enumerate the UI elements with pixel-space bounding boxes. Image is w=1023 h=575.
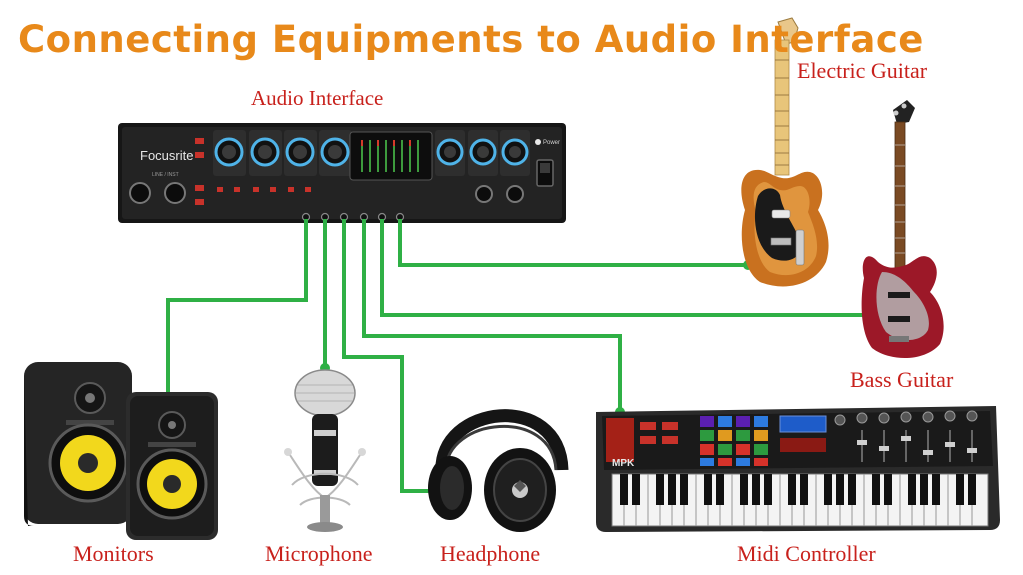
midi-knobs	[834, 410, 978, 426]
midi-model-label: MPK	[612, 458, 635, 469]
label-electric-guitar: Electric Guitar	[797, 58, 928, 83]
midi-pads	[700, 416, 768, 466]
cable-bass-guitar	[380, 219, 868, 317]
switch-row	[217, 187, 311, 192]
power-led	[535, 139, 541, 145]
headphone-jack-1	[475, 185, 493, 203]
cable-midi	[362, 219, 622, 412]
headphone-jack-2	[506, 185, 524, 203]
interface-inst-label: LINE / INST	[152, 172, 179, 178]
combo-input-2	[164, 182, 186, 204]
gain-knobs	[213, 130, 352, 176]
midi-controller-device: MPK	[596, 406, 1000, 532]
label-audio-interface: Audio Interface	[251, 86, 384, 110]
pad-button	[195, 152, 204, 158]
studio-monitors	[24, 362, 218, 540]
audio-interface-device: Focusrite LINE / INST	[118, 123, 566, 223]
cables	[166, 219, 868, 493]
combo-input-1	[129, 182, 151, 204]
microphone	[284, 369, 366, 532]
headphone-device	[428, 409, 569, 532]
cable-headphone	[342, 219, 433, 493]
output-knobs	[435, 130, 530, 176]
diagram-title: Connecting Equipments to Audio Interface	[18, 18, 924, 61]
cable-monitors	[166, 219, 308, 398]
pad-button	[195, 185, 204, 191]
level-meter-display	[349, 131, 433, 181]
pad-button	[195, 138, 204, 144]
label-headphone: Headphone	[440, 541, 541, 566]
label-monitors: Monitors	[73, 541, 154, 566]
monitor-left	[24, 362, 132, 526]
cable-electric-guitar	[398, 219, 748, 267]
midi-lcd-screen	[779, 415, 827, 433]
midi-faders	[857, 430, 977, 462]
label-microphone: Microphone	[265, 541, 373, 566]
monitor-right	[126, 392, 218, 540]
bass-guitar	[861, 100, 944, 359]
midi-black-keys	[620, 474, 976, 505]
midi-transport-panel	[606, 418, 634, 462]
electric-guitar	[741, 17, 829, 287]
interface-power-label: Power	[543, 140, 560, 146]
label-midi-controller: Midi Controller	[737, 541, 876, 566]
label-bass-guitar: Bass Guitar	[850, 367, 954, 392]
interface-brand: Focusrite	[140, 148, 193, 163]
pad-button	[195, 199, 204, 205]
